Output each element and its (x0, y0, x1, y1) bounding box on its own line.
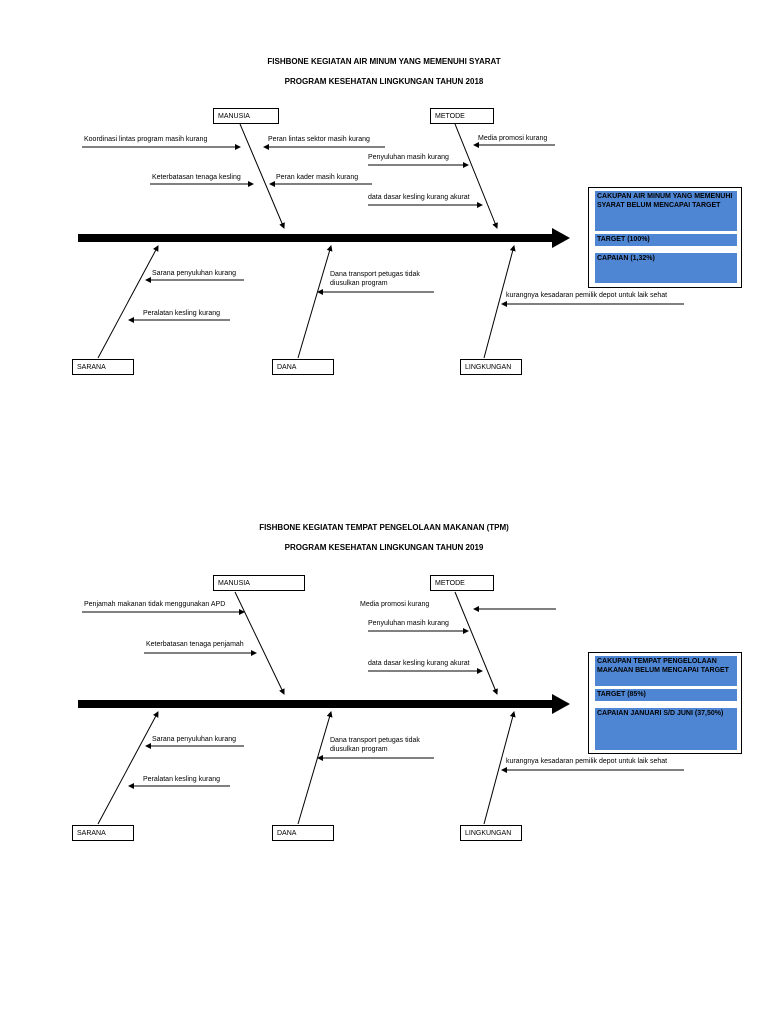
bone-manusia (239, 123, 285, 229)
category-sarana: SARANA (72, 359, 134, 375)
cause-sarana-1: Sarana penyuluhan kurang (152, 270, 237, 277)
bone-sarana (97, 711, 159, 825)
cause-dana-1: Dana transport petugas tidak diusulkan p… (330, 737, 420, 753)
cause-manusia-2: Keterbatasan tenaga penjamah (146, 641, 244, 648)
cause-manusia-2: Peran lintas sektor masih kurang (268, 136, 370, 143)
bone-metode (454, 591, 498, 695)
cause-sarana-1: Sarana penyuluhan kurang (152, 736, 237, 743)
cause-dana-1: Dana transport petugas tidak diusulkan p… (330, 271, 420, 287)
bone-sarana (97, 245, 159, 359)
category-sarana: SARANA (72, 825, 134, 841)
fishbone-lines-2 (78, 591, 684, 825)
cause-metode-2: Penyuluhan masih kurang (368, 620, 449, 627)
cause-manusia-3: Keterbatasan tenaga kesling (152, 174, 241, 181)
effect-box: CAKUPAN AIR MINUM YANG MEMENUHI SYARAT B… (588, 187, 742, 288)
effect-box: CAKUPAN TEMPAT PENGELOLAAN MAKANAN BELUM… (588, 652, 742, 754)
fishbone-diagram-1: FISHBONE KEGIATAN AIR MINUM YANG MEMENUH… (0, 0, 768, 470)
effect-achievement: CAPAIAN JANUARI S/D JUNI (37,50%) (595, 708, 737, 750)
cause-manusia-1: Koordinasi lintas program masih kurang (84, 136, 208, 143)
effect-achievement: CAPAIAN (1,32%) (595, 253, 737, 283)
cause-metode-2: Penyuluhan masih kurang (368, 154, 449, 161)
fishbone-lines-1 (78, 123, 684, 359)
spine-arrowhead (552, 694, 570, 714)
category-lingkungan: LINGKUNGAN (460, 359, 522, 375)
category-manusia: MANUSIA (213, 108, 279, 124)
cause-manusia-4: Peran kader masih kurang (276, 174, 359, 181)
effect-target: TARGET (100%) (595, 234, 737, 246)
spine-arrowhead (552, 228, 570, 248)
bone-lingkungan (483, 245, 516, 359)
bone-dana (297, 711, 333, 825)
cause-lingkungan-1: kurangnya kesadaran pemilik depot untuk … (506, 758, 668, 765)
cause-metode-1: Media promosi kurang (478, 135, 548, 142)
category-metode: METODE (430, 575, 494, 591)
category-lingkungan: LINGKUNGAN (460, 825, 522, 841)
cause-metode-1: Media promosi kurang (360, 601, 430, 608)
cause-manusia-1: Penjamah makanan tidak menggunakan APD (84, 601, 226, 608)
bone-lingkungan (483, 711, 516, 825)
effect-problem: CAKUPAN AIR MINUM YANG MEMENUHI SYARAT B… (595, 191, 737, 231)
cause-sarana-2: Peralatan kesling kurang (143, 310, 221, 317)
diagram-title-line1: FISHBONE KEGIATAN TEMPAT PENGELOLAAN MAK… (259, 523, 509, 532)
cause-lingkungan-1: kurangnya kesadaran pemilik depot untuk … (506, 292, 668, 299)
bone-metode (454, 123, 498, 229)
diagram-title-line2: PROGRAM KESEHATAN LINGKUNGAN TAHUN 2019 (284, 543, 484, 552)
cause-metode-3: data dasar kesling kurang akurat (368, 194, 470, 201)
effect-target: TARGET (85%) (595, 689, 737, 701)
bone-dana (297, 245, 333, 359)
diagram-title-line1: FISHBONE KEGIATAN AIR MINUM YANG MEMENUH… (267, 57, 501, 66)
cause-sarana-2: Peralatan kesling kurang (143, 776, 221, 783)
fishbone-diagram-2: FISHBONE KEGIATAN TEMPAT PENGELOLAAN MAK… (0, 466, 768, 936)
diagram-title-line2: PROGRAM KESEHATAN LINGKUNGAN TAHUN 2018 (284, 77, 484, 86)
category-dana: DANA (272, 359, 334, 375)
cause-metode-3: data dasar kesling kurang akurat (368, 660, 470, 667)
category-metode: METODE (430, 108, 494, 124)
category-manusia: MANUSIA (213, 575, 305, 591)
category-dana: DANA (272, 825, 334, 841)
effect-problem: CAKUPAN TEMPAT PENGELOLAAN MAKANAN BELUM… (595, 656, 737, 686)
